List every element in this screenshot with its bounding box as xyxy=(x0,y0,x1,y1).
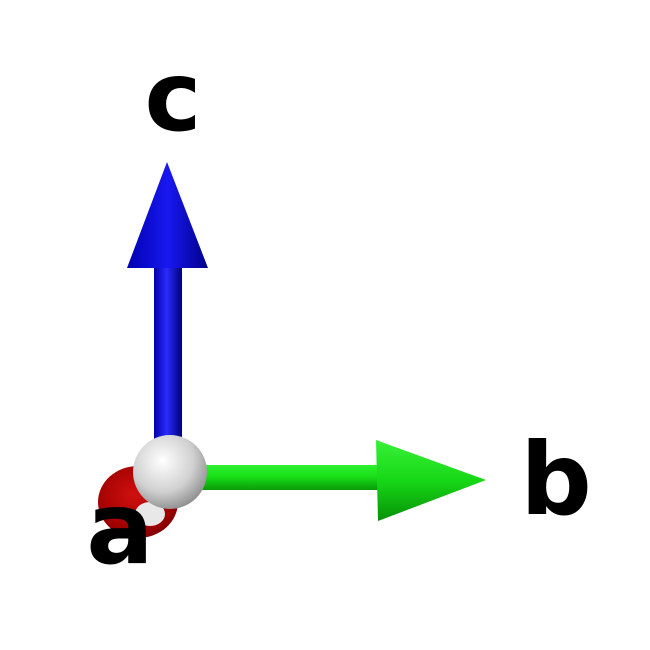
b-axis-arrowhead xyxy=(376,440,486,521)
a-axis-label: a xyxy=(86,470,153,587)
c-axis-label: c xyxy=(145,41,202,153)
b-axis-shaft xyxy=(196,465,380,490)
c-axis-shaft xyxy=(154,262,182,452)
b-axis-label: b xyxy=(520,421,592,538)
c-axis-arrow xyxy=(127,162,208,452)
origin-sphere xyxy=(133,435,207,509)
a-axis-tip-highlight xyxy=(135,502,165,526)
b-axis-arrow xyxy=(196,440,486,521)
c-axis-arrowhead xyxy=(127,162,208,268)
